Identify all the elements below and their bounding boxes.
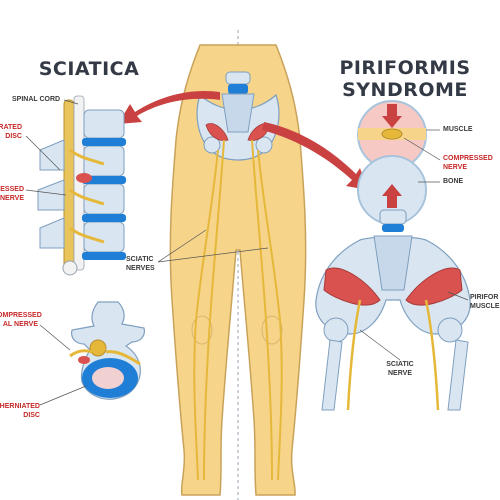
label-sciatic-nerve-2: NERVE [388,370,412,377]
label-compressed-nerve-top-1: ESSED [0,186,24,193]
label-compressed-spinal-nerve-1: COMPRESSED [0,312,42,319]
vertebra-top-view [69,301,145,400]
label-spinal-cord: SPINAL CORD [12,96,61,103]
right-pelvis [315,209,471,411]
label-muscle: MUSCLE [443,126,473,133]
label-herniated-disc-top-1: RATED [0,124,22,131]
label-compressed-nerve-right-2: NERVE [443,164,467,171]
piriformis-title-line2: SYNDROME [342,79,468,101]
sciatica-title: SCIATICA [38,58,140,80]
label-piriformis-muscle-1: PIRIFOR [470,294,499,301]
leader-lines [25,99,469,406]
label-sciatic-nerves-1: SCIATIC [126,256,154,263]
body-figure [169,44,307,496]
label-bone: BONE [443,178,464,185]
label-compressed-nerve-top-2: NERVE [0,195,24,202]
label-herniated-disc-bottom-1: HERNIATED [0,403,40,410]
piriformis-title-line1: PIRIFORMIS [339,57,471,79]
label-sciatic-nerve-1: SCIATIC [386,361,414,368]
leg-nerves [193,139,283,481]
spine-side-view [37,95,126,276]
label-compressed-spinal-nerve-2: AL NERVE [2,321,38,328]
arrows [118,90,368,190]
label-herniated-disc-bottom-2: DISC [23,412,40,419]
label-herniated-disc-top-2: DISC [5,133,22,140]
label-sciatic-nerves-2: NERVES [126,265,155,272]
label-compressed-nerve-right-1: COMPRESSED [443,155,493,162]
label-piriformis-muscle-2: MUSCLE [470,303,500,310]
compression-diagram [357,100,441,225]
